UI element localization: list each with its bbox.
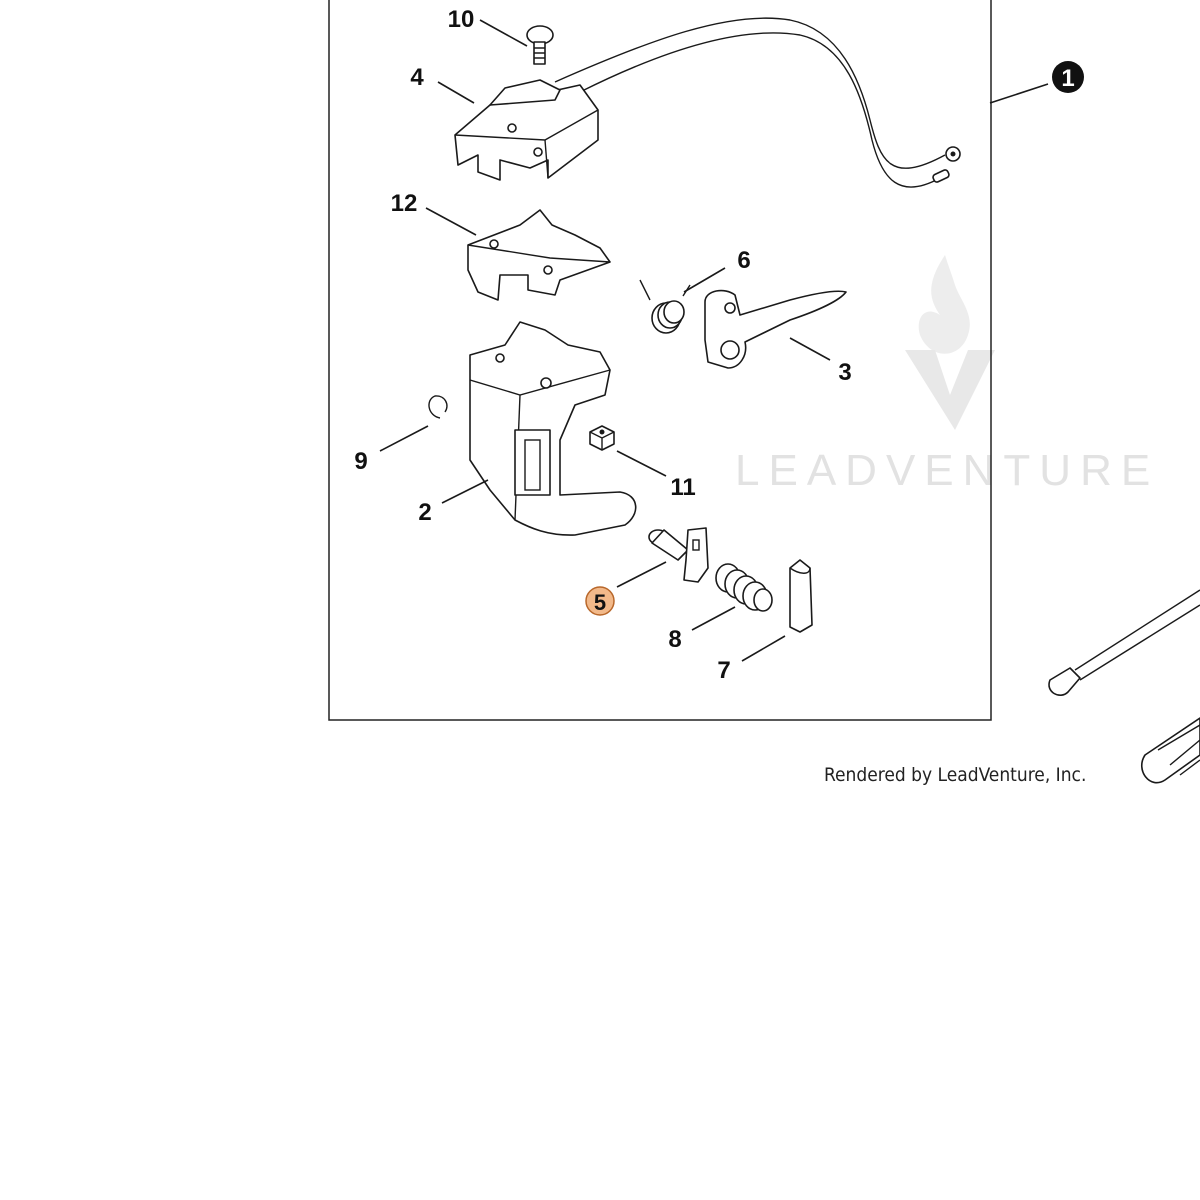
callout-9[interactable]: 9 bbox=[354, 448, 367, 475]
callout-8[interactable]: 8 bbox=[668, 626, 681, 653]
callout-5[interactable]: 5 bbox=[594, 590, 606, 615]
wire-harness-icon bbox=[554, 17, 961, 188]
watermark-text: LEADVENTURE bbox=[735, 446, 1159, 495]
part-11-nut-icon bbox=[589, 425, 615, 451]
leader-line-12 bbox=[425, 207, 477, 236]
callout-11[interactable]: 11 bbox=[670, 474, 695, 501]
callout-5-highlight-badge[interactable] bbox=[585, 586, 615, 616]
leader-line-8 bbox=[691, 606, 736, 631]
leader-line-1 bbox=[989, 83, 1049, 104]
render-credit: Rendered by LeadVenture, Inc. bbox=[824, 764, 1086, 786]
callout-6[interactable]: 6 bbox=[737, 247, 750, 274]
part-3-lever-icon bbox=[704, 289, 847, 369]
handle-grip-icon bbox=[1141, 717, 1200, 784]
part-4-switch-housing-icon bbox=[454, 79, 599, 181]
leader-line-10 bbox=[479, 19, 528, 47]
leader-line-4 bbox=[437, 81, 475, 104]
part-8-spring-icon bbox=[715, 563, 773, 612]
leader-line-2 bbox=[441, 479, 489, 504]
callout-7[interactable]: 7 bbox=[717, 657, 730, 684]
part-9-clip-icon bbox=[428, 395, 448, 419]
throttle-cable-icon bbox=[1048, 589, 1200, 696]
callout-1[interactable]: 1 bbox=[1061, 65, 1074, 92]
callout-2[interactable]: 2 bbox=[418, 499, 431, 526]
leader-line-3 bbox=[789, 337, 831, 361]
callout-12[interactable]: 12 bbox=[391, 190, 418, 217]
subassembly-frame bbox=[328, 0, 992, 721]
leader-line-5 bbox=[616, 561, 667, 588]
part-10-screw-icon bbox=[526, 25, 554, 65]
part-2-main-housing-icon bbox=[469, 321, 637, 536]
watermark-logo-icon bbox=[905, 255, 995, 430]
leader-line-9 bbox=[379, 425, 429, 452]
part-7-cap-icon bbox=[789, 559, 813, 633]
callout-3[interactable]: 3 bbox=[838, 359, 851, 386]
callout-1-badge[interactable] bbox=[1052, 61, 1084, 93]
leader-line-6 bbox=[683, 267, 726, 293]
callout-10[interactable]: 10 bbox=[448, 6, 475, 33]
part-12-clamp-icon bbox=[467, 209, 611, 301]
leader-line-11 bbox=[616, 450, 667, 477]
leader-line-7 bbox=[741, 635, 786, 662]
part-5-plunger-icon bbox=[648, 527, 709, 583]
part-6-spring-icon bbox=[639, 279, 691, 334]
callout-4[interactable]: 4 bbox=[410, 64, 424, 91]
